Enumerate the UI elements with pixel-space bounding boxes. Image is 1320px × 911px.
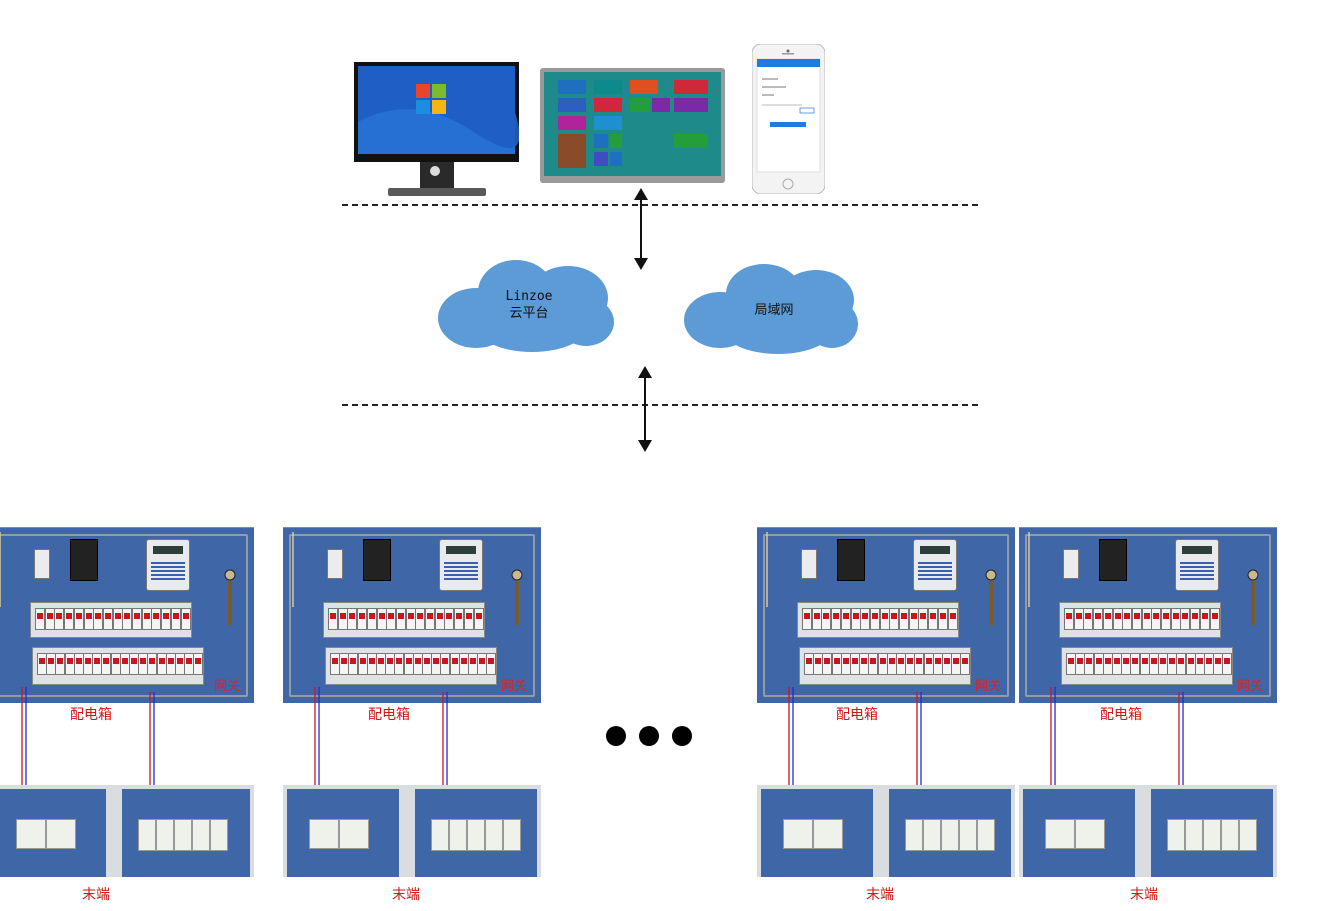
cloud-platform-name: Linzoe bbox=[505, 289, 553, 304]
terminal-area bbox=[283, 785, 541, 877]
breaker-row-upper bbox=[1059, 602, 1221, 638]
switch-icon bbox=[1185, 819, 1203, 851]
breaker-row-upper bbox=[30, 602, 192, 638]
switch-icon bbox=[449, 819, 467, 851]
switch-icon bbox=[467, 819, 485, 851]
cloud-platform-label: Linzoe 云平台 bbox=[486, 288, 572, 322]
socket-icon bbox=[309, 819, 339, 849]
terminal-switch-block bbox=[415, 789, 537, 877]
gateway-label: 网关 bbox=[1237, 679, 1264, 694]
contactor-module bbox=[70, 539, 98, 581]
gateway-label: 网关 bbox=[214, 679, 241, 694]
lower-divider-line bbox=[342, 404, 978, 406]
terminal-area bbox=[1019, 785, 1277, 877]
lan-label: 局域网 bbox=[754, 303, 794, 318]
desktop-monitor-icon bbox=[354, 62, 519, 196]
breaker-module bbox=[327, 549, 343, 579]
switch-icon bbox=[156, 819, 174, 851]
terminal-caption: 末端 bbox=[1130, 887, 1158, 903]
distribution-cabinet: 网关 bbox=[0, 527, 254, 882]
socket-icon bbox=[46, 819, 76, 849]
socket-icon bbox=[783, 819, 813, 849]
cloud-icon bbox=[684, 264, 858, 354]
socket-icon bbox=[813, 819, 843, 849]
breaker-module bbox=[34, 549, 50, 579]
dot-icon bbox=[639, 726, 659, 746]
switch-icon bbox=[923, 819, 941, 851]
socket-icon bbox=[339, 819, 369, 849]
breaker-row-lower bbox=[325, 647, 497, 685]
dot-icon bbox=[672, 726, 692, 746]
socket-icon bbox=[16, 819, 46, 849]
switch-icon bbox=[1239, 819, 1257, 851]
energy-meter bbox=[439, 539, 483, 591]
switch-icon bbox=[431, 819, 449, 851]
terminal-socket-block bbox=[761, 789, 873, 877]
breaker-row-lower bbox=[32, 647, 204, 685]
dot-icon bbox=[606, 726, 626, 746]
switch-icon bbox=[941, 819, 959, 851]
cloud-platform-subtitle: 云平台 bbox=[509, 306, 549, 321]
switch-icon bbox=[138, 819, 156, 851]
switch-icon bbox=[1167, 819, 1185, 851]
switch-icon bbox=[174, 819, 192, 851]
switch-icon bbox=[1203, 819, 1221, 851]
breaker-row-lower bbox=[799, 647, 971, 685]
energy-meter bbox=[913, 539, 957, 591]
smartphone-icon bbox=[752, 44, 825, 194]
wiring bbox=[0, 532, 236, 812]
terminal-socket-block bbox=[287, 789, 399, 877]
gateway-label: 网关 bbox=[501, 679, 528, 694]
contactor-module bbox=[363, 539, 391, 581]
gateway-label: 网关 bbox=[975, 679, 1002, 694]
upper-divider-line bbox=[342, 204, 978, 206]
terminal-area bbox=[0, 785, 254, 877]
terminal-caption: 末端 bbox=[866, 887, 894, 903]
switch-icon bbox=[210, 819, 228, 851]
socket-icon bbox=[1045, 819, 1075, 849]
terminal-switch-block bbox=[889, 789, 1011, 877]
switch-icon bbox=[1221, 819, 1239, 851]
terminal-area bbox=[757, 785, 1015, 877]
switch-icon bbox=[503, 819, 521, 851]
switch-icon bbox=[905, 819, 923, 851]
contactor-module bbox=[1099, 539, 1127, 581]
cloud-icon bbox=[438, 260, 614, 352]
terminal-caption: 末端 bbox=[82, 887, 110, 903]
distribution-cabinet: 网关 bbox=[757, 527, 1015, 882]
breaker-module bbox=[1063, 549, 1079, 579]
terminal-caption: 末端 bbox=[392, 887, 420, 903]
switch-icon bbox=[485, 819, 503, 851]
energy-meter bbox=[1175, 539, 1219, 591]
switch-icon bbox=[959, 819, 977, 851]
distribution-box-caption: 配电箱 bbox=[1100, 707, 1142, 723]
arrow-updown-icon bbox=[634, 188, 648, 270]
breaker-module bbox=[801, 549, 817, 579]
switch-icon bbox=[192, 819, 210, 851]
contactor-module bbox=[837, 539, 865, 581]
energy-meter bbox=[146, 539, 190, 591]
distribution-cabinet: 网关 bbox=[283, 527, 541, 882]
distribution-box-caption: 配电箱 bbox=[368, 707, 410, 723]
distribution-cabinet: 网关 bbox=[1019, 527, 1277, 882]
distribution-box-caption: 配电箱 bbox=[70, 707, 112, 723]
breaker-row-lower bbox=[1061, 647, 1233, 685]
terminal-switch-block bbox=[122, 789, 250, 877]
arrow-updown-icon bbox=[638, 366, 652, 452]
terminal-switch-block bbox=[1151, 789, 1273, 877]
breaker-row-upper bbox=[323, 602, 485, 638]
distribution-box-caption: 配电箱 bbox=[836, 707, 878, 723]
terminal-socket-block bbox=[0, 789, 106, 877]
socket-icon bbox=[1075, 819, 1105, 849]
switch-icon bbox=[977, 819, 995, 851]
terminal-socket-block bbox=[1023, 789, 1135, 877]
breaker-row-upper bbox=[797, 602, 959, 638]
tablet-icon bbox=[540, 68, 725, 183]
more-indicator bbox=[606, 726, 705, 750]
